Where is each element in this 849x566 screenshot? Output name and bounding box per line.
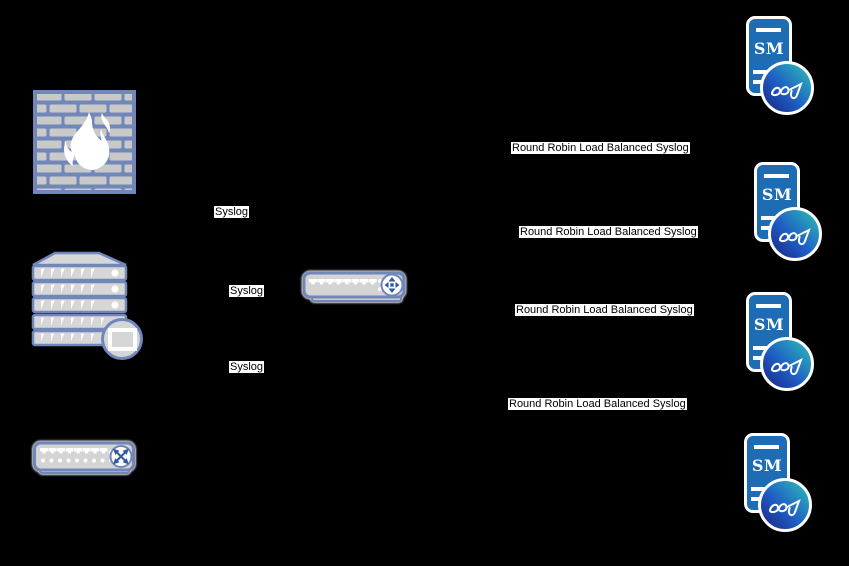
sm-tower-slot (756, 28, 781, 32)
sm-server-node-1: SM (744, 14, 818, 118)
hub-load-balancer-icon (302, 271, 406, 302)
sm-label: SM (751, 456, 783, 475)
wave-logo-badge-icon (760, 61, 814, 115)
syslog-label-2: Syslog (229, 285, 265, 297)
server-unit-leds (111, 269, 119, 309)
switch-icon (33, 441, 135, 474)
sm-server-node-4: SM (742, 431, 816, 535)
wave-logo-badge-icon (768, 207, 822, 261)
wave-logo-badge-icon (760, 337, 814, 391)
sm-label: SM (753, 315, 785, 334)
server-stack-lid (32, 251, 127, 267)
round-robin-label-1: Round Robin Load Balanced Syslog (511, 142, 690, 154)
flame-icon (64, 112, 111, 170)
server-stack-icon (31, 251, 143, 360)
server-unit-stripes (39, 268, 109, 343)
sm-tower-slot (754, 445, 779, 449)
syslog-label-1: Syslog (214, 206, 250, 218)
round-robin-label-4: Round Robin Load Balanced Syslog (508, 398, 687, 410)
firewall-icon (33, 90, 136, 194)
sm-tower-slot (756, 304, 781, 308)
round-robin-label-3: Round Robin Load Balanced Syslog (515, 304, 694, 316)
sm-server-node-2: SM (752, 160, 826, 264)
sm-label: SM (761, 185, 793, 204)
firewall-brick-wall (33, 90, 136, 194)
sm-server-node-3: SM (744, 290, 818, 394)
sm-tower-slot (764, 174, 789, 178)
branching-arrows-icon (384, 277, 400, 293)
wave-logo-badge-icon (758, 478, 812, 532)
console-screen-icon (108, 328, 137, 351)
round-robin-label-2: Round Robin Load Balanced Syslog (519, 226, 698, 238)
crossed-arrows-icon (113, 448, 129, 465)
sm-label: SM (753, 39, 785, 58)
syslog-label-3: Syslog (229, 361, 265, 373)
